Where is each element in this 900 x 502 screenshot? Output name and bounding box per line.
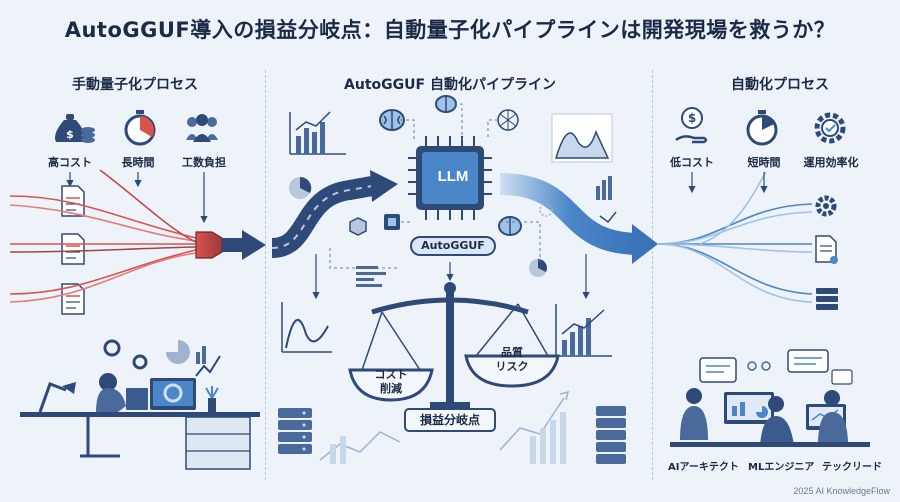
automated-item-label: 低コスト xyxy=(670,156,714,169)
bar-chart-icon xyxy=(539,176,617,224)
line-chart-icon xyxy=(281,302,332,353)
input-flow-arrow xyxy=(270,170,398,258)
role-label: テックリード xyxy=(822,462,882,473)
manual-item-label: 工数負担 xyxy=(182,156,226,169)
scale-right-pan-line1: 品質 xyxy=(501,346,523,359)
server-icon xyxy=(596,406,626,464)
svg-text:$: $ xyxy=(66,128,74,141)
manual-item-label: 長時間 xyxy=(121,156,155,169)
divider-right xyxy=(652,70,653,480)
break-even-label: 損益分岐点 xyxy=(404,408,496,432)
document-check-icon xyxy=(815,235,838,264)
role-label: MLエンジニア xyxy=(748,462,815,473)
stopwatch-icon xyxy=(124,110,156,146)
pipeline-section-title: AutoGGUF 自動化パイプライン xyxy=(344,77,556,93)
brain-icon xyxy=(435,95,457,113)
outgoing-lines xyxy=(657,171,813,303)
bar-chart-icon xyxy=(555,304,612,357)
role-label: AIアーキテクト xyxy=(668,462,739,473)
autogguf-badge: AutoGGUF xyxy=(410,236,496,256)
cube-icon xyxy=(349,217,367,236)
stopwatch-icon xyxy=(746,110,778,146)
money-bag-icon: $ xyxy=(55,114,95,143)
area-chart-icon xyxy=(551,113,613,163)
output-flow-arrow xyxy=(499,173,658,264)
coin-hand-icon: $ xyxy=(675,107,708,144)
automated-section-title: 自動化プロセス xyxy=(731,77,829,93)
svg-text:$: $ xyxy=(688,111,696,125)
scale-right-pan-line2: リスク xyxy=(495,360,529,373)
people-icon xyxy=(186,114,218,142)
credit-text: 2025 AI KnowledgeFlow xyxy=(793,486,890,496)
manual-item-label: 高コスト xyxy=(48,156,92,169)
llm-chip xyxy=(408,136,492,220)
manual-section-title: 手動量子化プロセス xyxy=(72,77,198,93)
document-icon xyxy=(61,233,85,265)
small-chip-icon xyxy=(384,214,400,230)
developer-desk-illustration xyxy=(20,339,260,470)
converging-lines xyxy=(9,169,197,303)
scale-left-pan-line1: コスト xyxy=(374,368,408,381)
llm-chip-label: LLM xyxy=(437,168,469,185)
bar-chart-icon xyxy=(289,111,346,155)
brain-icon xyxy=(379,109,405,131)
automated-item-label: 運用効率化 xyxy=(803,156,859,169)
brain-icon xyxy=(498,216,522,236)
document-icon xyxy=(61,283,85,315)
gear-check-icon xyxy=(814,112,846,144)
balance-scale xyxy=(348,282,560,410)
funnel-connector xyxy=(195,230,266,260)
page-title: AutoGGUF導入の損益分岐点：自動量子化パイプラインは開発現場を救うか？ xyxy=(64,18,836,42)
automated-item-label: 短時間 xyxy=(747,156,781,169)
server-icon xyxy=(278,408,312,454)
gear-icon xyxy=(815,195,837,217)
team-illustration xyxy=(670,349,870,447)
divider-left xyxy=(265,70,266,480)
pie-chart-icon xyxy=(529,259,547,277)
network-icon xyxy=(497,109,519,131)
list-icon xyxy=(356,266,386,287)
growth-chart-background xyxy=(319,390,570,464)
server-icon xyxy=(816,288,838,310)
scale-left-pan-line2: 削減 xyxy=(380,382,402,395)
pie-chart-icon xyxy=(289,176,312,199)
